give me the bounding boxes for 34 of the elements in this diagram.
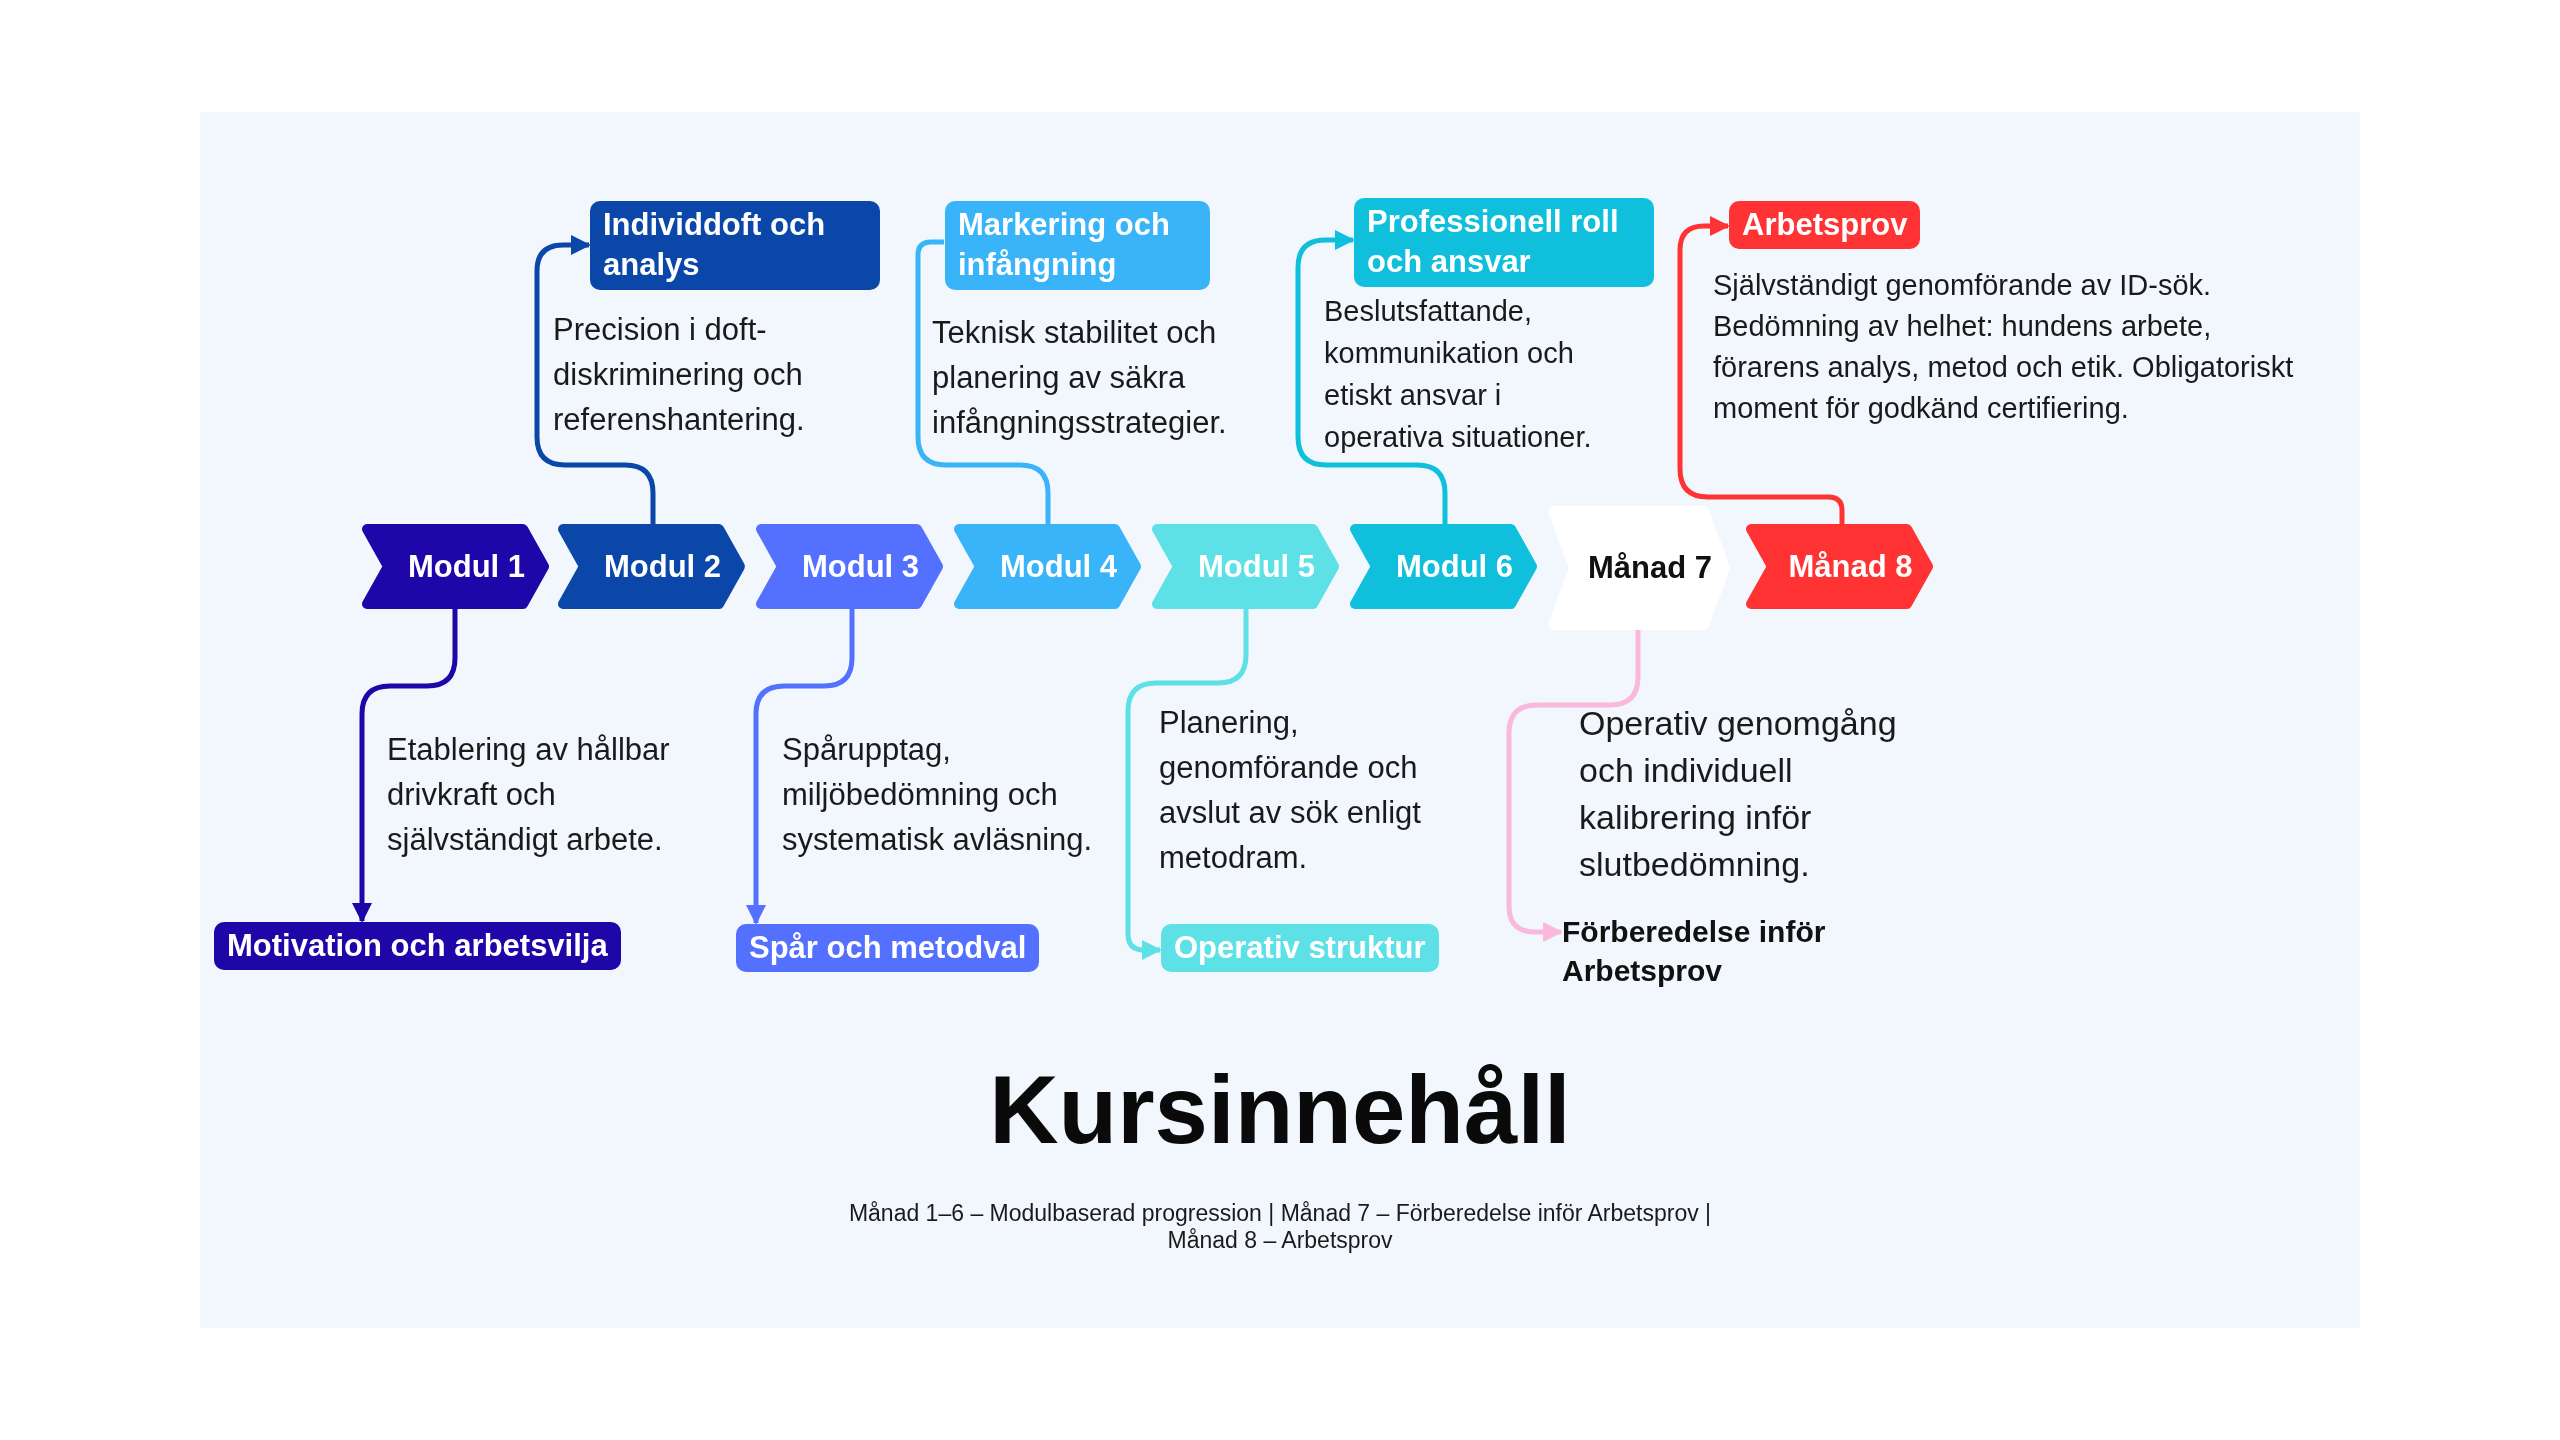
connector-arrow	[1677, 216, 1845, 524]
topic-label: Spår och metodval	[736, 924, 1040, 973]
description-text: Precision i doft-diskriminering och referenshantering.	[553, 311, 806, 439]
connector-arrow	[1125, 609, 1249, 960]
connector-arrow	[1295, 230, 1448, 524]
description-text: Operativ genomgång och individuell kalibrering inför slutbedömning.	[1579, 703, 1898, 885]
chevron-step: Månad 8	[1746, 524, 1933, 609]
chevron-step: Modul 4	[954, 524, 1141, 609]
connector-line	[915, 239, 1051, 524]
description-text: Etablering av hållbar drivkraft och självständigt arbete.	[387, 731, 671, 859]
diagram-title: Kursinnehåll	[988, 1055, 1572, 1165]
connector-arrow	[352, 609, 458, 923]
connector-arrow	[746, 609, 855, 925]
connector-arrow	[534, 235, 656, 524]
chevron-step: Modul 1	[362, 524, 549, 609]
topic-label: Individdoft och analys	[590, 201, 880, 290]
chevron-step: Månad 7	[1548, 506, 1730, 630]
step-heading: Förberedelse inför Arbetsprov	[1562, 912, 1882, 990]
description-text: Beslutsfattande, kommunikation och etiskt ansvar i operativa situationer.	[1324, 294, 1593, 455]
chevron-step: Modul 2	[558, 524, 745, 609]
topic-label: Arbetsprov	[1729, 201, 1921, 250]
chevron-step: Modul 5	[1152, 524, 1339, 609]
chevron-step: Modul 6	[1350, 524, 1537, 609]
topic-label: Motivation och arbetsvilja	[214, 922, 621, 971]
topic-label: Markering och infångning	[945, 201, 1210, 290]
description-text: Planering, genomförande och avslut av sök enligt metodram.	[1159, 704, 1422, 877]
chevron-step: Modul 3	[756, 524, 943, 609]
topic-label: Professionell roll och ansvar	[1354, 198, 1654, 287]
description-text: Självständigt genomförande av ID-sök. Bedömning av helhet: hundens arbete, förarens analys, metod och etik. Obligatoriskt moment för godkänd certifiering.	[1713, 268, 2295, 426]
description-text: Spårupptag, miljöbedömning och systematisk avläsning.	[782, 731, 1094, 859]
description-text: Teknisk stabilitet och planering av säkra infångningsstrategier.	[932, 314, 1228, 442]
topic-label: Operativ struktur	[1161, 924, 1439, 973]
caption-text: Månad 1–6 – Modulbaserad progression | Månad 7 – Förberedelse inför Arbetsprov | Månad 8 – Arbetsprov	[847, 1200, 1713, 1254]
connector-arrow	[1506, 630, 1641, 942]
